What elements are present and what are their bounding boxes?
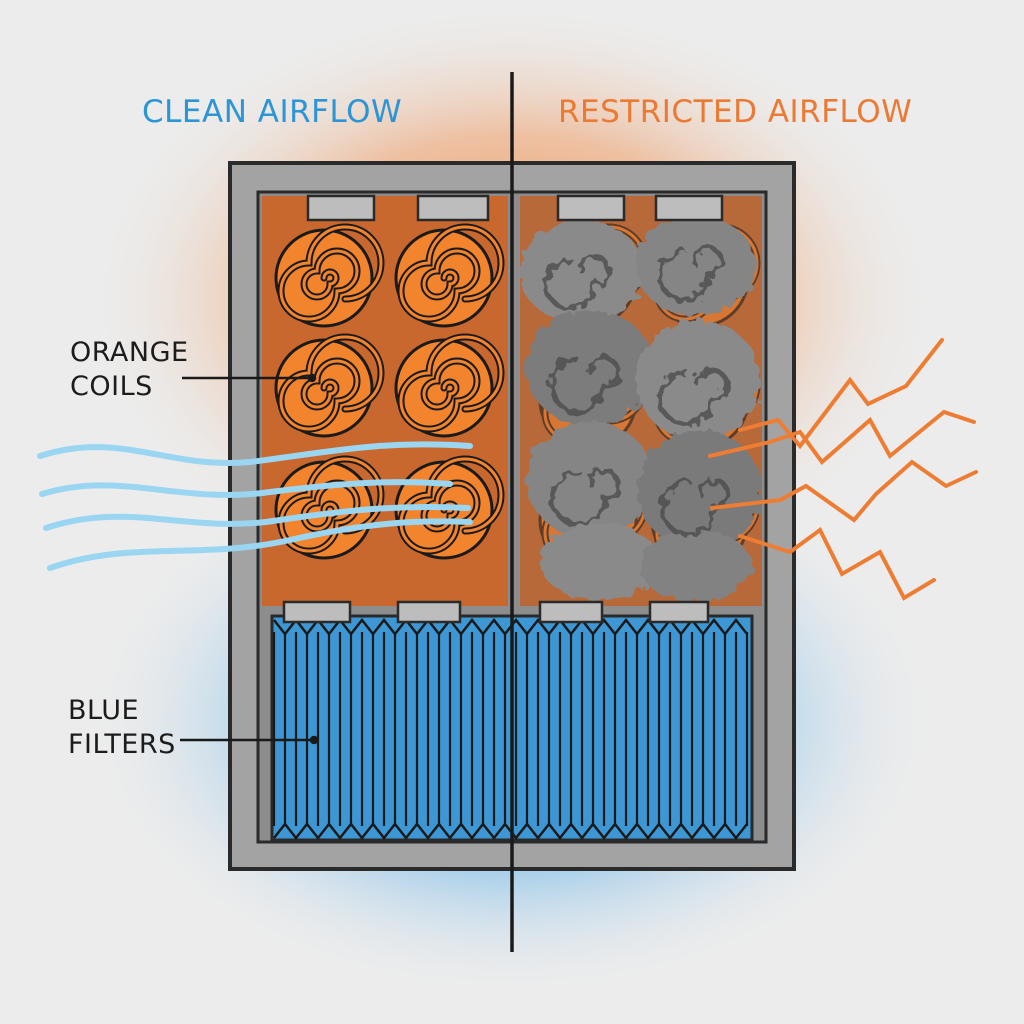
coil-connector xyxy=(654,194,724,222)
blue-filters-label-line1: BLUE xyxy=(68,695,140,726)
filter-connector xyxy=(396,600,462,624)
coil-connector xyxy=(556,194,626,222)
orange-coils-label-line2: COILS xyxy=(70,371,153,402)
restricted-airflow-heading: RESTRICTED AIRFLOW xyxy=(558,94,913,130)
blue-filters-label: BLUE FILTERS xyxy=(68,694,176,762)
callout-leaders xyxy=(180,373,319,745)
clean-airflow-heading: CLEAN AIRFLOW xyxy=(142,94,403,130)
orange-coils-label: ORANGE COILS xyxy=(70,336,189,404)
filter-connector xyxy=(648,600,710,624)
coil-connector xyxy=(416,194,490,222)
orange-coils-label-line1: ORANGE xyxy=(70,337,189,368)
zigzag-heat-lines-icon xyxy=(708,338,978,601)
orange-coils-clean xyxy=(262,196,508,606)
orange-coils-dusty xyxy=(520,196,762,606)
coil-connector xyxy=(306,194,376,222)
filter-connector xyxy=(538,600,604,624)
filter-connector xyxy=(282,600,352,624)
wavy-airflow-lines-icon xyxy=(37,441,473,571)
blue-filters-label-line2: FILTERS xyxy=(68,729,176,760)
